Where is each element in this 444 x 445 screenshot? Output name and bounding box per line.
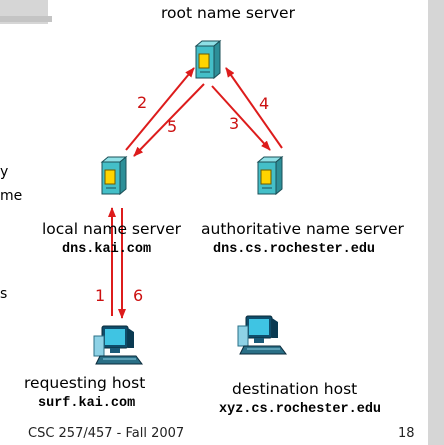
root-server-label: root name server [161, 4, 295, 22]
requesting-host-label: requesting host [24, 374, 146, 392]
step-2-label: 2 [137, 93, 148, 112]
arrow-5-reply-local [133, 83, 205, 157]
arrow-2-query-root [125, 67, 195, 151]
step-1-label: 1 [95, 286, 106, 305]
authoritative-server-host: dns.cs.rochester.edu [213, 242, 376, 257]
local-server-icon [101, 156, 127, 195]
left-edge-fragment: me [0, 188, 23, 204]
destination-host-name: xyz.cs.rochester.edu [219, 402, 382, 417]
arrow-3-query-authoritative [211, 85, 271, 151]
slide-right-bar [428, 0, 444, 445]
left-edge-fragment: s [0, 286, 8, 302]
local-server-label: local name server [42, 220, 181, 238]
requesting-host-name: surf.kai.com [38, 396, 136, 411]
step-6-label: 6 [133, 286, 144, 305]
destination-host-computer-icon [237, 315, 287, 355]
authoritative-server-icon [257, 156, 283, 195]
root-server-icon [195, 40, 221, 79]
left-edge-fragment: y [0, 164, 9, 180]
authoritative-server-label: authoritative name server [201, 220, 404, 238]
step-5-label: 5 [167, 117, 178, 136]
slide-title-rule [0, 16, 52, 22]
footer-page-number: 18 [398, 426, 415, 441]
local-server-host: dns.kai.com [62, 242, 152, 257]
destination-host-label: destination host [232, 380, 358, 398]
arrow-4-reply-root [225, 67, 283, 149]
footer-course: CSC 257/457 - Fall 2007 [28, 426, 185, 441]
step-3-label: 3 [229, 114, 240, 133]
step-4-label: 4 [259, 94, 270, 113]
requesting-host-computer-icon [93, 325, 143, 365]
